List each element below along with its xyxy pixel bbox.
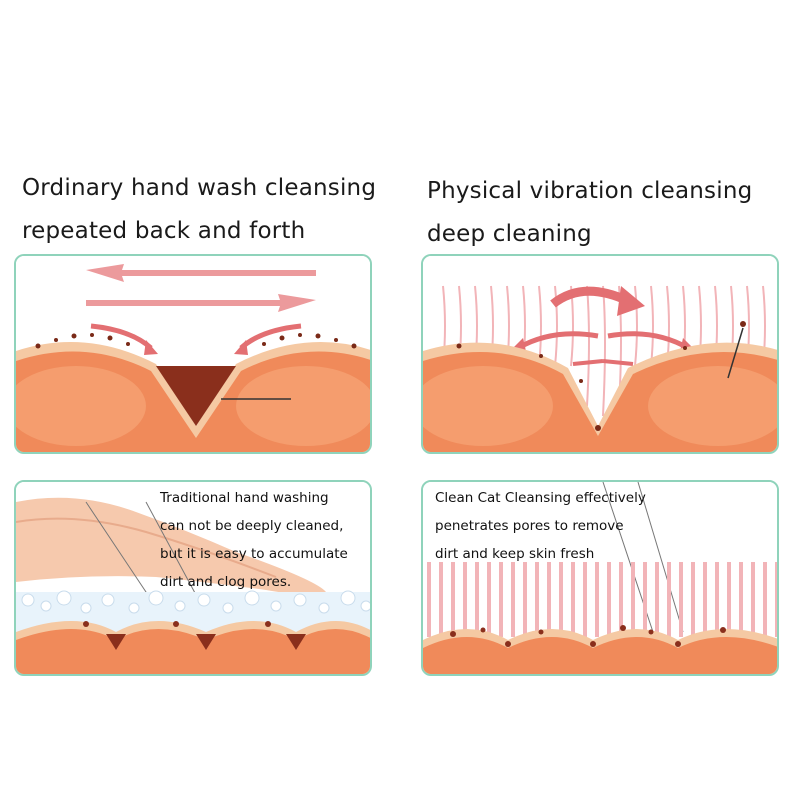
dirt-particles — [83, 621, 306, 650]
vibration-cleansing-panel: Clean Cat Cleansing effectively penetrat… — [421, 480, 779, 676]
caption-line: but it is easy to accumulate — [160, 546, 348, 562]
caption-line: penetrates pores to remove — [435, 518, 624, 534]
hand-wash-illustration-panel — [14, 254, 372, 454]
left-arrow-icon — [86, 264, 316, 282]
right-heading-line1: Physical vibration cleansing — [427, 178, 753, 204]
right-heading: Physical vibration cleansing deep cleani… — [427, 170, 752, 256]
curved-arrow-icon — [617, 286, 645, 316]
left-heading-line2: repeated back and forth — [22, 218, 306, 244]
traditional-washing-caption: Traditional hand washing can not be deep… — [160, 484, 348, 596]
caption-line: can not be deeply cleaned, — [160, 518, 344, 534]
vibration-illustration-panel — [421, 254, 779, 454]
hand-wash-illustration — [16, 256, 370, 452]
clean-cat-caption: Clean Cat Cleansing effectively penetrat… — [435, 484, 646, 568]
caption-line: dirt and keep skin fresh — [435, 546, 595, 562]
vibration-stripes — [427, 562, 777, 637]
left-heading: Ordinary hand wash cleansing repeated ba… — [22, 167, 376, 253]
dirt-particles — [35, 333, 357, 349]
right-heading-line2: deep cleaning — [427, 221, 592, 247]
vibration-illustration — [423, 256, 777, 452]
foam-bubbles — [21, 590, 370, 614]
right-arrow-icon — [86, 294, 316, 312]
curved-arrow-icon — [234, 340, 248, 355]
dirt-particles — [456, 321, 746, 431]
caption-line: Traditional hand washing — [160, 490, 329, 506]
curved-arrow-icon — [144, 340, 158, 355]
caption-line: dirt and clog pores. — [160, 574, 292, 590]
hand-washing-foam-panel: Traditional hand washing can not be deep… — [14, 480, 372, 676]
dirt-particles — [450, 625, 726, 647]
left-heading-line1: Ordinary hand wash cleansing — [22, 175, 377, 201]
hand-washing-foam-illustration — [16, 482, 370, 674]
caption-line: Clean Cat Cleansing effectively — [435, 490, 646, 506]
vibration-cleansing-illustration — [423, 482, 777, 674]
